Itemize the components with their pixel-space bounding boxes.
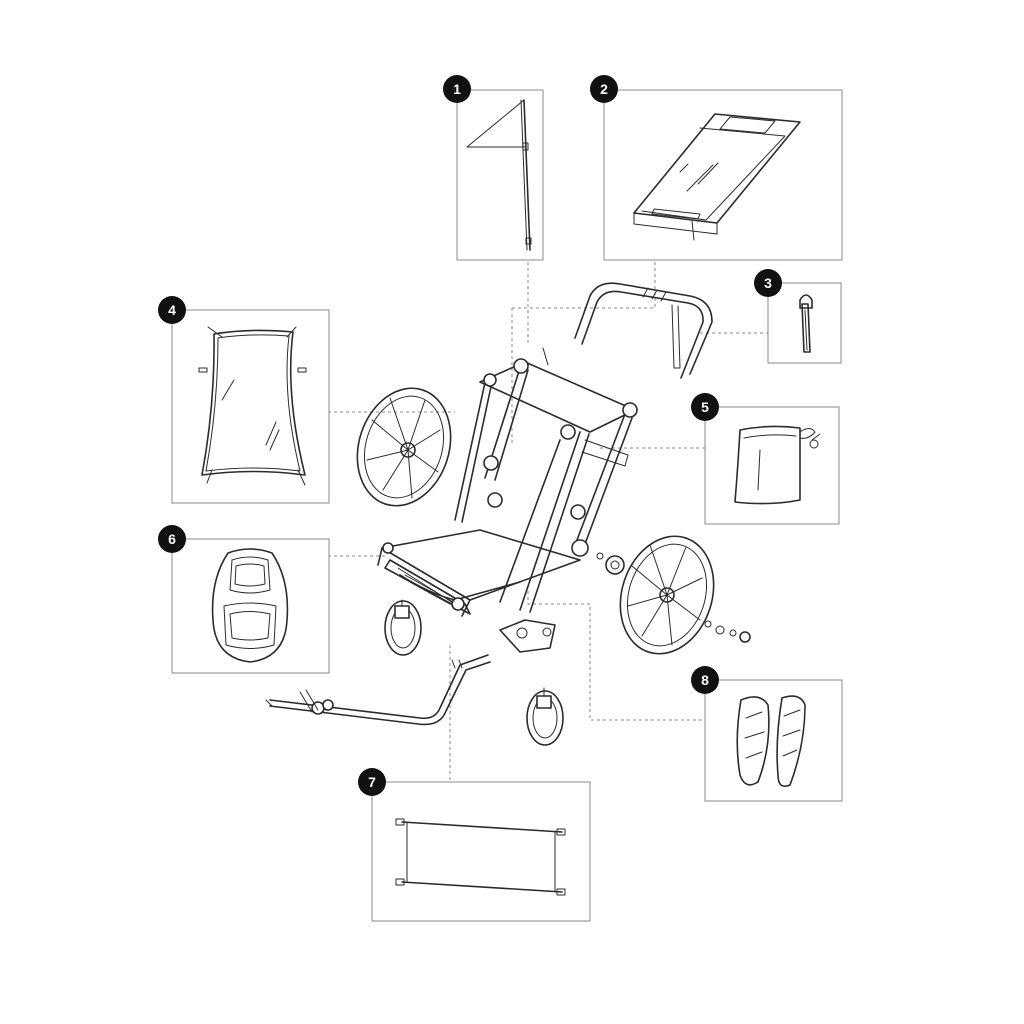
side-pads-illustration <box>736 695 806 788</box>
callout-badge-6: 6 <box>158 525 186 553</box>
callout-badge-8: 8 <box>691 666 719 694</box>
callout-number: 8 <box>701 672 709 688</box>
callout-badge-2: 2 <box>590 75 618 103</box>
callout-badge-5: 5 <box>691 393 719 421</box>
right-wheel <box>596 535 751 655</box>
callout-number: 6 <box>168 531 176 547</box>
callout-number: 5 <box>701 399 709 415</box>
front-swivel-wheel <box>384 599 422 656</box>
left-wheel <box>356 387 452 507</box>
callout-number: 7 <box>368 774 376 790</box>
handlebar <box>574 282 713 379</box>
callout-number: 3 <box>764 275 772 291</box>
tow-bar <box>265 654 491 726</box>
callout-badge-1: 1 <box>443 75 471 103</box>
callout-badge-4: 4 <box>158 296 186 324</box>
rain-cover-illustration <box>198 326 307 486</box>
callout-number: 4 <box>168 302 176 318</box>
strap-illustration <box>799 294 813 353</box>
part-1-panel <box>456 89 544 261</box>
part-5-panel <box>704 406 840 525</box>
mesh-panel-illustration <box>395 818 566 896</box>
part-3-panel <box>767 282 842 364</box>
part-8-panel <box>704 679 843 802</box>
canopy-cover-illustration <box>633 113 801 241</box>
callout-number: 1 <box>453 81 461 97</box>
stroller-frame-assembly <box>265 282 751 746</box>
part-7-panel <box>371 781 591 922</box>
part-4-panel <box>171 309 330 504</box>
callout-badge-7: 7 <box>358 768 386 796</box>
seat-pad-illustration <box>211 548 289 663</box>
front-wheel-unit <box>499 619 564 746</box>
part-6-panel <box>171 538 330 674</box>
callout-badge-3: 3 <box>754 269 782 297</box>
part-2-panel <box>603 89 843 261</box>
callout-number: 2 <box>600 81 608 97</box>
safety-flag-illustration <box>466 99 532 251</box>
storage-bag-illustration <box>734 425 821 505</box>
